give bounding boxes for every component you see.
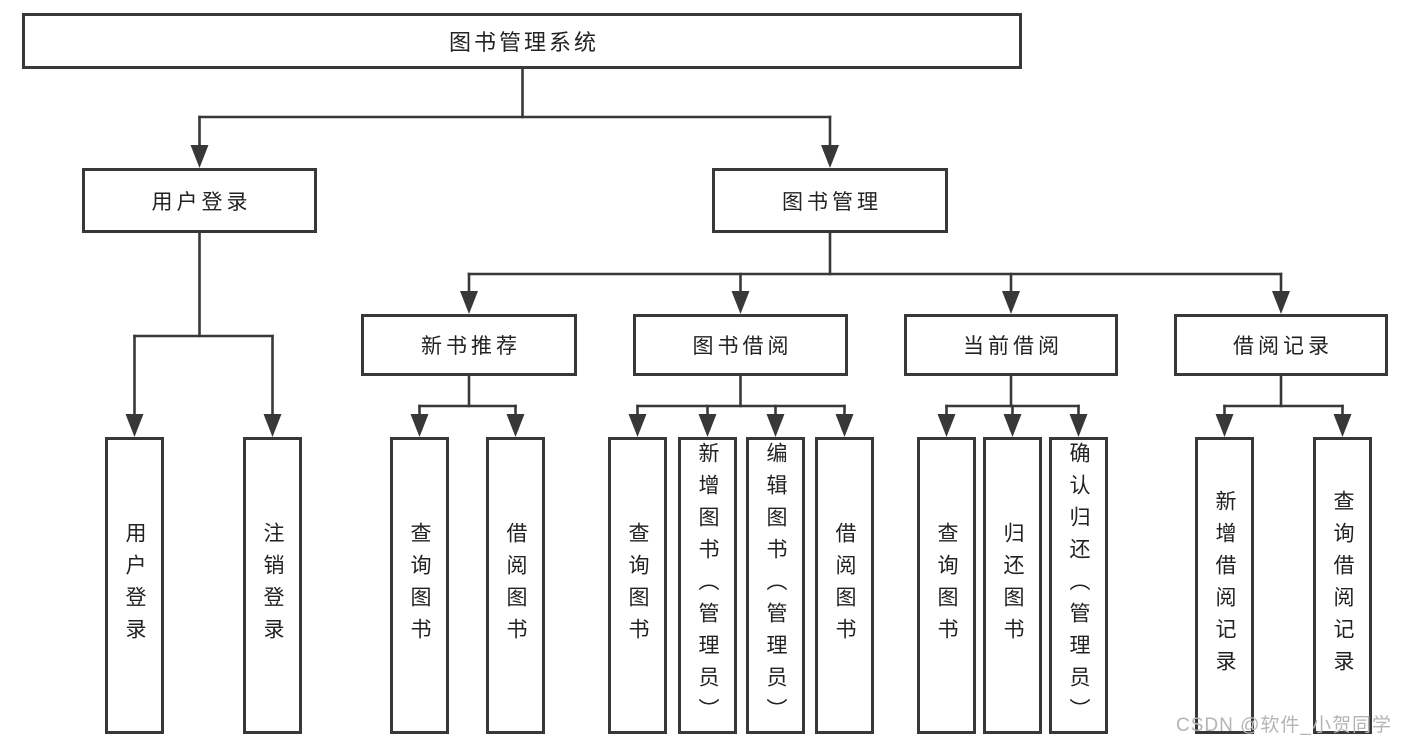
node-leaf-borrow-books-recommend: 借阅图书 <box>486 437 545 734</box>
node-leaf-edit-books-admin: 编辑图书（管理员） <box>746 437 805 734</box>
connector-new-book-branch <box>410 374 525 437</box>
node-borrow-records: 借阅记录 <box>1174 314 1388 376</box>
connector-borrow-records-branch <box>1215 374 1352 437</box>
node-new-book-recommend: 新书推荐 <box>361 314 577 376</box>
node-book-management: 图书管理 <box>712 168 948 233</box>
node-leaf-query-books-current: 查询图书 <box>917 437 976 734</box>
node-book-borrow: 图书借阅 <box>633 314 848 376</box>
node-current-borrow: 当前借阅 <box>904 314 1118 376</box>
node-user-login: 用户登录 <box>82 168 317 233</box>
node-leaf-borrow-books: 借阅图书 <box>815 437 874 734</box>
watermark: CSDN @软件_小贺同学 <box>1176 715 1392 736</box>
node-leaf-query-books-recommend: 查询图书 <box>390 437 449 734</box>
node-root: 图书管理系统 <box>22 13 1022 69</box>
connector-book-mgmt-branch <box>460 231 1290 314</box>
node-leaf-logout: 注销登录 <box>243 437 302 734</box>
node-leaf-user-login: 用户登录 <box>105 437 164 734</box>
connector-book-borrow-branch <box>628 374 854 437</box>
node-leaf-add-books-admin: 新增图书（管理员） <box>678 437 737 734</box>
node-leaf-query-books-borrow: 查询图书 <box>608 437 667 734</box>
connector-user-login-branch <box>125 231 282 437</box>
node-leaf-query-borrow-record: 查询借阅记录 <box>1313 437 1372 734</box>
node-leaf-confirm-return-admin: 确认归还（管理员） <box>1049 437 1108 734</box>
connector-root-branch <box>190 67 839 168</box>
connector-current-borrow-branch <box>937 374 1088 437</box>
node-leaf-return-books: 归还图书 <box>983 437 1042 734</box>
node-leaf-add-borrow-record: 新增借阅记录 <box>1195 437 1254 734</box>
